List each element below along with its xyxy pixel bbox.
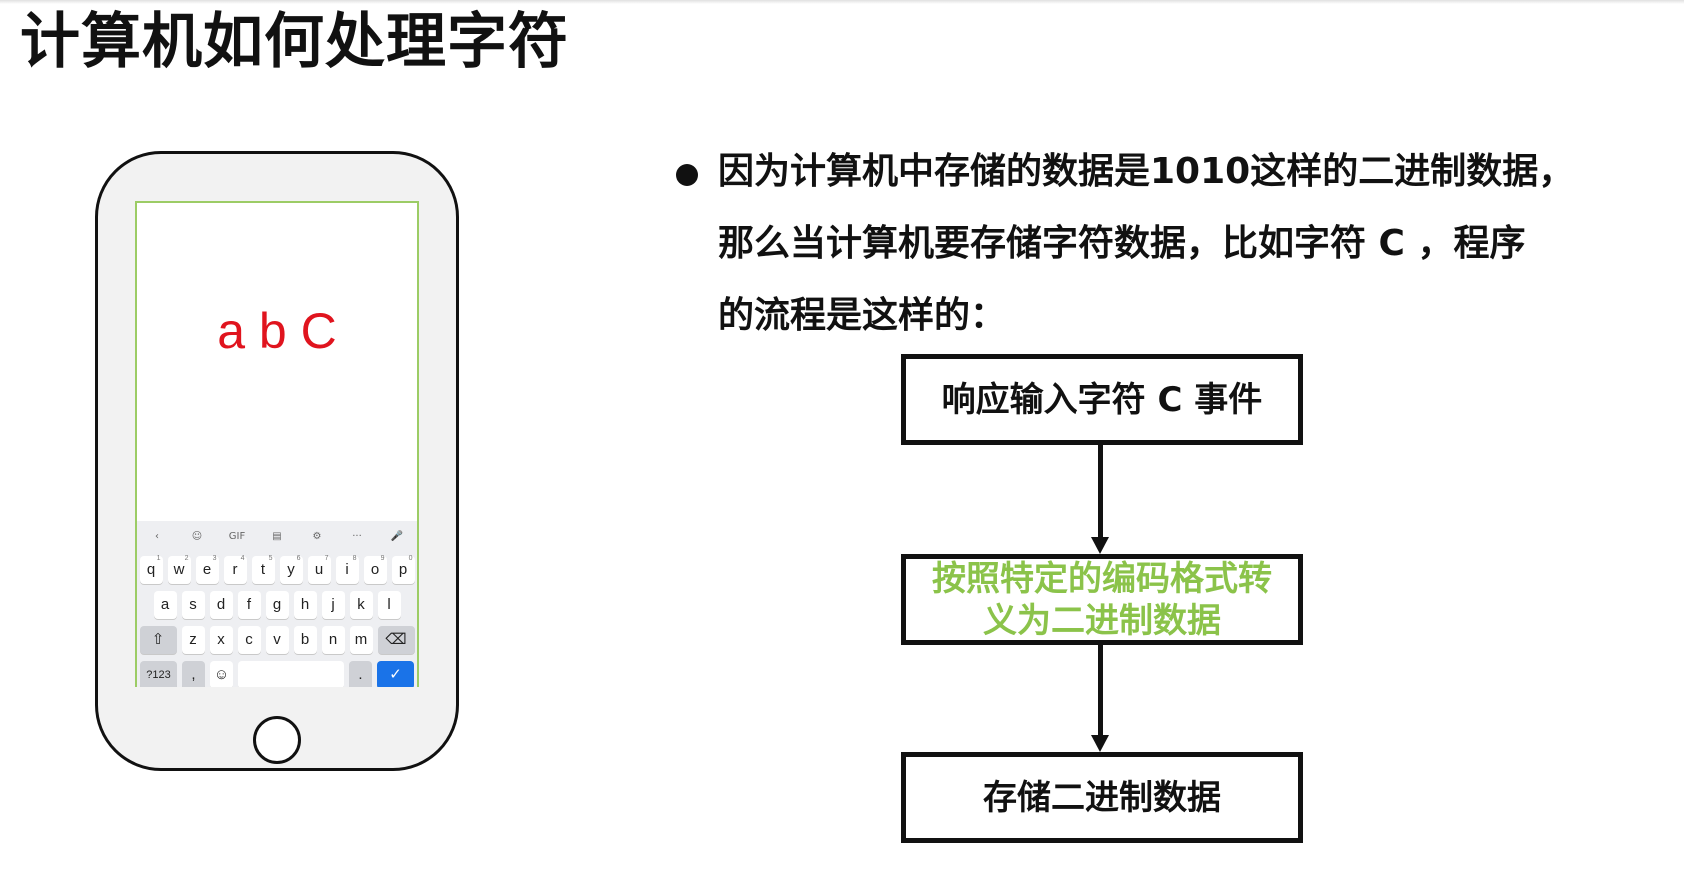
emoji-key[interactable]: ☺ <box>210 661 233 687</box>
flow-arrow-2-head <box>1091 735 1109 752</box>
gif-icon[interactable]: GIF <box>228 530 246 542</box>
shift-key[interactable]: ⇧ <box>139 626 177 654</box>
key-z[interactable]: z <box>181 626 205 654</box>
bullet-line-2: 那么当计算机要存储字符数据，比如字符 C ，程序 <box>718 223 1526 264</box>
sticker-icon[interactable]: ☺ <box>191 530 203 542</box>
symbols-key[interactable]: ?123 <box>140 661 177 687</box>
keyboard-row-4: ?123 , ☺ . ✓ <box>137 661 417 687</box>
key-j[interactable]: j <box>321 591 345 619</box>
key-g[interactable]: g <box>265 591 289 619</box>
period-key[interactable]: . <box>349 661 372 687</box>
flow-arrow-2-line <box>1098 645 1103 743</box>
key-s[interactable]: s <box>181 591 205 619</box>
bullet-dot <box>676 164 698 186</box>
key-a[interactable]: a <box>153 591 177 619</box>
enter-key[interactable]: ✓ <box>377 661 414 687</box>
bullet-line-3: 的流程是这样的： <box>718 295 1007 336</box>
flow-step-input-event: 响应输入字符 C 事件 <box>901 354 1303 445</box>
typed-text: a b C <box>217 303 337 359</box>
key-c[interactable]: c <box>237 626 261 654</box>
key-k[interactable]: k <box>349 591 373 619</box>
flow-step-store: 存储二进制数据 <box>901 752 1303 843</box>
gear-icon[interactable]: ⚙ <box>312 530 322 542</box>
key-d[interactable]: d <box>209 591 233 619</box>
microphone-icon[interactable]: 🎤 <box>390 530 404 542</box>
key-m[interactable]: m <box>349 626 373 654</box>
flow-arrow-1-head <box>1091 537 1109 554</box>
key-l[interactable]: l <box>377 591 401 619</box>
keyboard-toolbar: ‹ ☺ GIF ▤ ⚙ ··· 🎤 <box>137 521 417 551</box>
back-chevron-icon[interactable]: ‹ <box>155 530 159 542</box>
top-divider <box>0 0 1684 4</box>
key-b[interactable]: b <box>293 626 317 654</box>
home-button <box>253 716 301 764</box>
backspace-key[interactable]: ⌫ <box>377 626 415 654</box>
more-icon[interactable]: ··· <box>352 530 362 542</box>
comma-key[interactable]: , <box>182 661 205 687</box>
flow-arrow-1-line <box>1098 445 1103 545</box>
space-key[interactable] <box>238 661 344 687</box>
keyboard-row-3: ⇧ z x c v b n m ⌫ <box>137 626 417 654</box>
bullet-line-1: 因为计算机中存储的数据是1010这样的二进制数据， <box>718 151 1575 192</box>
key-h[interactable]: h <box>293 591 317 619</box>
flow-step-input-event-label: 响应输入字符 C 事件 <box>941 379 1263 420</box>
key-x[interactable]: x <box>209 626 233 654</box>
clipboard-icon[interactable]: ▤ <box>272 530 282 542</box>
flow-step-encode-line-1: 按照特定的编码格式转 <box>932 558 1272 599</box>
keyboard-row-2: a s d f g h j k l <box>137 591 417 619</box>
key-f[interactable]: f <box>237 591 261 619</box>
flow-step-encode-line-2: 义为二进制数据 <box>983 600 1221 641</box>
slide-title: 计算机如何处理字符 <box>20 7 569 77</box>
key-n[interactable]: n <box>321 626 345 654</box>
flow-step-encode: 按照特定的编码格式转 义为二进制数据 <box>901 554 1303 645</box>
key-v[interactable]: v <box>265 626 289 654</box>
flow-step-store-label: 存储二进制数据 <box>983 777 1221 818</box>
